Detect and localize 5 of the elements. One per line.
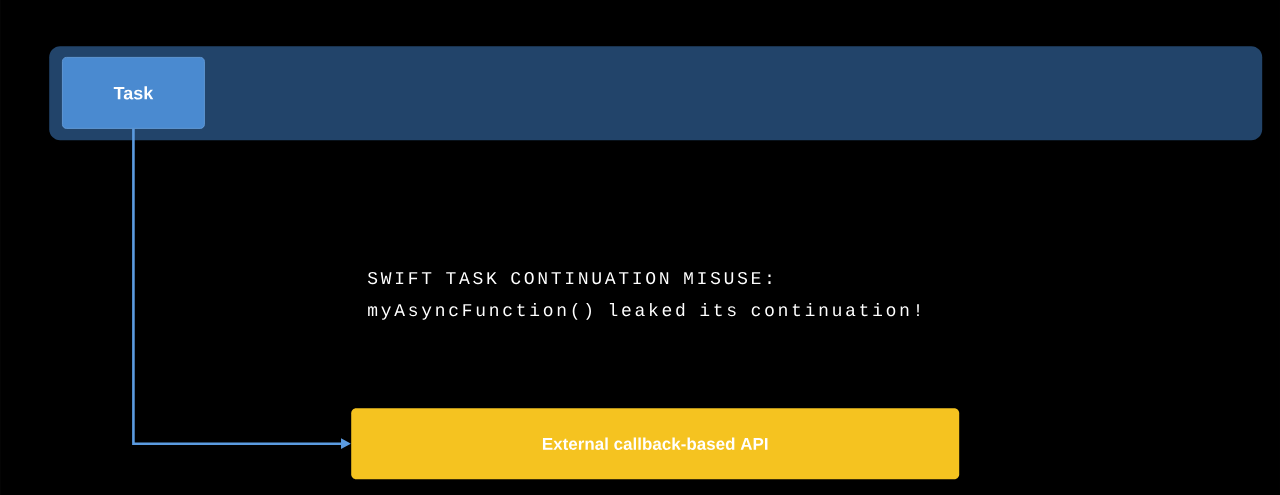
task-box: Task <box>62 57 205 129</box>
band <box>49 46 1263 141</box>
process-box: External callback-based API <box>351 408 960 480</box>
error-message: myAsyncFunction() leaked its continuation! <box>368 302 919 320</box>
error-message: SWIFT TASK CONTINUATION MISUSE: <box>367 271 771 285</box>
